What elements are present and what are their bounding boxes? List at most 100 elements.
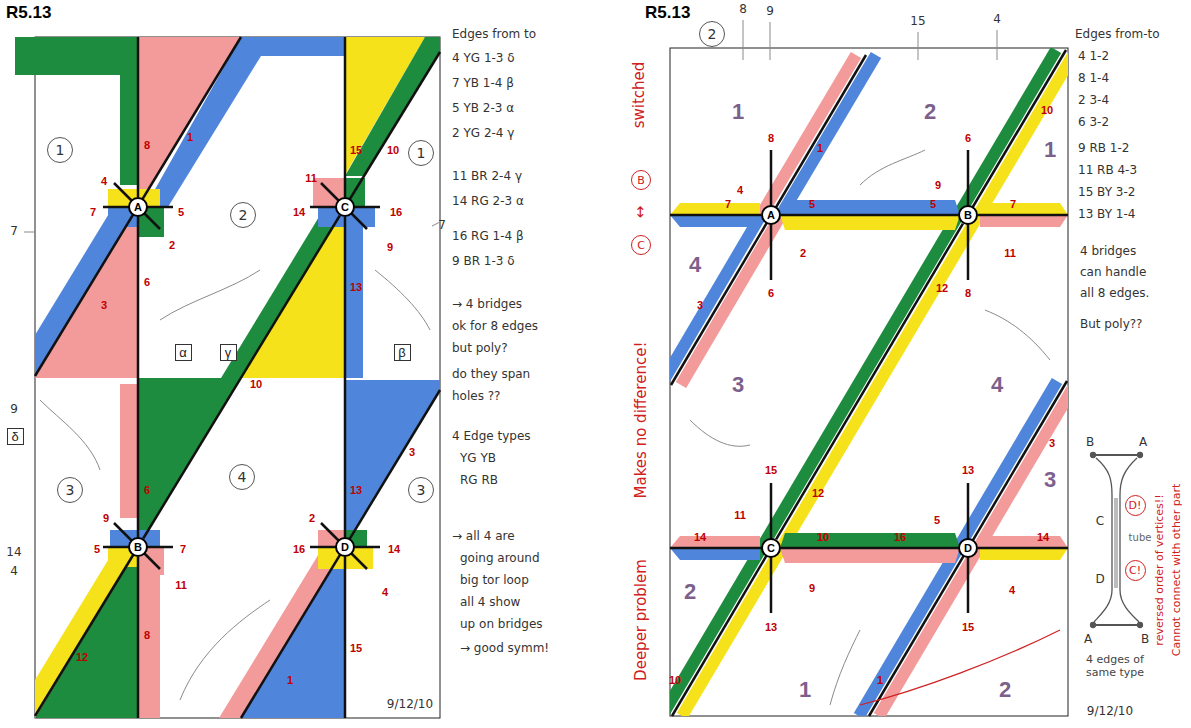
node-text: γ <box>225 346 232 359</box>
handwritten-note: up on bridges <box>460 618 543 632</box>
face-box: α <box>175 344 192 361</box>
handwritten-note: But poly?? <box>1080 318 1143 332</box>
handwritten-note: going around <box>460 552 540 566</box>
edge-number: 6 <box>768 287 774 300</box>
handwritten-label: 4 <box>993 13 1001 27</box>
region-circle: 4 <box>229 464 255 490</box>
edge-number: 9 <box>387 241 393 254</box>
face-number: 2 <box>684 579 696 604</box>
pencil-curve <box>830 630 860 705</box>
node-text: 3 <box>66 483 75 497</box>
color-band <box>980 536 1068 548</box>
tube-sketch <box>1115 498 1116 588</box>
red-pen-curve <box>860 630 1060 705</box>
handwritten-label: 14 <box>6 546 21 560</box>
color-band <box>670 50 1068 716</box>
handwritten-label: 9/12/10 <box>387 698 433 712</box>
face-number: 4 <box>689 252 701 277</box>
edge-line <box>781 547 958 550</box>
edge-number: 8 <box>144 629 150 642</box>
edge-number: 1 <box>287 674 293 687</box>
region-circle: 3 <box>57 477 83 503</box>
color-band <box>221 207 345 378</box>
edge-number: 15 <box>350 642 362 655</box>
node-text: 3 <box>417 483 426 497</box>
face-box: γ <box>220 344 237 361</box>
color-band <box>670 215 760 227</box>
pencil-curve <box>997 30 998 60</box>
color-band <box>682 50 1068 716</box>
color-band <box>980 548 1068 560</box>
margin-note: ↔ <box>632 206 649 219</box>
handwritten-note: Edges from-to <box>1075 28 1160 42</box>
black-line <box>35 37 1068 718</box>
edge-number: 12 <box>936 282 948 295</box>
region-circle: 1 <box>408 140 434 166</box>
vertex-circle: D <box>958 538 978 558</box>
edge-number: 10 <box>250 378 262 391</box>
handwritten-label: 9 <box>766 5 774 19</box>
edge-number: 13 <box>765 621 777 634</box>
node-text: 4 <box>238 470 247 484</box>
handwritten-note: 8 1-4 <box>1078 72 1109 86</box>
node-text: C <box>341 202 349 213</box>
edge-number: 15 <box>962 621 974 634</box>
edge-number: 3 <box>101 299 107 312</box>
edge-number: 13 <box>350 484 362 497</box>
color-band <box>780 533 960 548</box>
edge-number: 11 <box>1004 247 1016 260</box>
color-band <box>145 37 345 207</box>
edge-number: 12 <box>812 487 824 500</box>
edge-number: 5 <box>94 543 100 556</box>
edge-number: 16 <box>894 531 906 544</box>
color-band <box>980 203 1068 215</box>
face-number: 2 <box>924 99 936 124</box>
edge-number: 2 <box>309 512 315 525</box>
edge-number: 1 <box>877 674 883 687</box>
color-band <box>681 215 781 385</box>
node-text: C <box>637 240 645 251</box>
edge-number: 3 <box>409 446 415 459</box>
node-text: β <box>398 346 405 359</box>
black-line <box>344 37 347 197</box>
tube-sketch <box>1093 454 1140 456</box>
panel-title: R5.13 <box>645 3 690 23</box>
face-number: 1 <box>732 99 744 124</box>
node-text: D! <box>1129 500 1142 511</box>
tube-sketch <box>1094 458 1112 622</box>
node-text: 1 <box>417 146 426 160</box>
edge-number: 9 <box>809 582 815 595</box>
handwritten-label: A <box>1084 633 1092 647</box>
edge-number: 14 <box>388 543 400 556</box>
handwritten-note: 14 RG 2-3 α <box>452 195 524 209</box>
margin-note: Makes no difference! <box>633 342 650 499</box>
handwritten-label: 8 <box>739 3 747 17</box>
edge-number: 11 <box>175 579 187 592</box>
black-line <box>137 557 140 718</box>
color-band <box>35 547 138 718</box>
handwritten-note: 16 RG 1-4 β <box>452 230 524 244</box>
face-number: 4 <box>991 372 1003 397</box>
color-band <box>15 37 440 718</box>
black-line <box>968 50 1066 215</box>
handwritten-note: 13 BY 1-4 <box>1078 208 1135 222</box>
node-text: A <box>767 210 775 221</box>
tube-sketch <box>1117 498 1118 588</box>
pencil-curve <box>375 270 430 330</box>
sketch-note: 4 edges of same type <box>1075 654 1155 679</box>
panel-frame <box>35 37 1068 718</box>
black-line <box>978 547 1068 550</box>
node-text: 2 <box>239 208 248 222</box>
tube-sketch <box>1138 453 1143 458</box>
edge-number: 5 <box>809 198 815 211</box>
face-number: 3 <box>1044 467 1056 492</box>
handwritten-note: can handle <box>1080 266 1146 280</box>
handwritten-note: 11 RB 4-3 <box>1078 164 1137 178</box>
edge-number: 5 <box>930 198 936 211</box>
edge-number: 3 <box>697 299 703 312</box>
color-band <box>670 548 760 560</box>
edge-number: 15 <box>350 144 362 157</box>
